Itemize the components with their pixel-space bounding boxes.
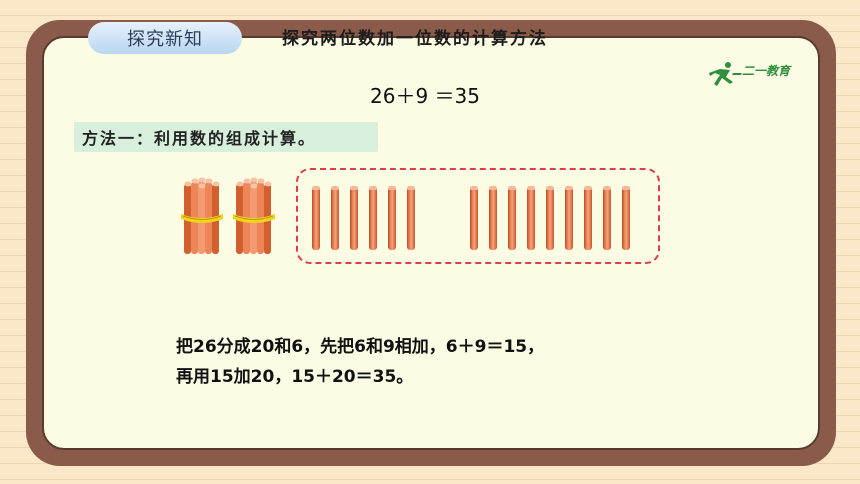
single-stick-icon: [508, 186, 516, 250]
single-stick-icon: [369, 186, 377, 250]
single-stick-icon: [388, 186, 396, 250]
explanation-line-2: 再用15加20，15＋20＝35。: [176, 367, 414, 387]
equation: 26＋9 ＝35: [370, 84, 480, 108]
single-stick-icon: [546, 186, 554, 250]
bundle-of-ten-sticks-icon: [181, 177, 223, 254]
bundle-of-ten-sticks-icon: [233, 177, 275, 254]
single-stick-icon: [407, 186, 415, 250]
content-board: [42, 36, 820, 450]
loose-sticks-box: [296, 168, 660, 264]
single-stick-icon: [470, 186, 478, 250]
topic-title: 探究两位数加一位数的计算方法: [282, 29, 548, 49]
single-stick-icon: [622, 186, 630, 250]
single-stick-icon: [350, 186, 358, 250]
single-stick-icon: [489, 186, 497, 250]
single-stick-icon: [603, 186, 611, 250]
method-label: 方法一：利用数的组成计算。: [82, 129, 317, 148]
section-tag-label: 探究新知: [127, 29, 203, 50]
explanation-line-1: 把26分成20和6，先把6和9相加，6＋9＝15，: [176, 337, 545, 357]
single-stick-icon: [527, 186, 535, 250]
single-stick-icon: [331, 186, 339, 250]
single-stick-icon: [312, 186, 320, 250]
section-tag: 探究新知: [88, 22, 242, 54]
explanation-text: 把26分成20和6，先把6和9相加，6＋9＝15， 再用15加20，15＋20＝…: [176, 332, 544, 392]
method-label-banner: 方法一：利用数的组成计算。: [74, 122, 378, 152]
single-stick-icon: [565, 186, 573, 250]
runner-logo-icon: [709, 62, 742, 86]
single-stick-icon: [584, 186, 592, 250]
logo-text: 二一教育: [742, 64, 791, 78]
